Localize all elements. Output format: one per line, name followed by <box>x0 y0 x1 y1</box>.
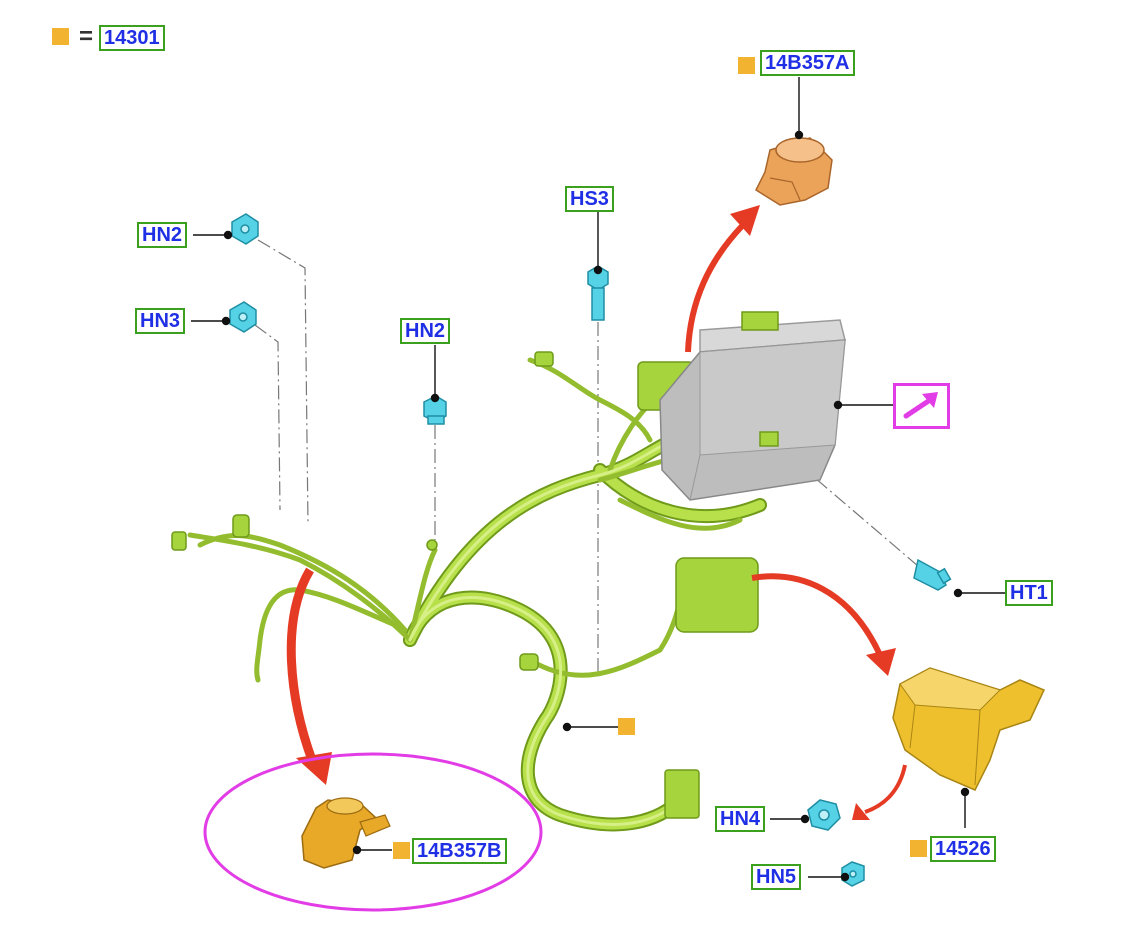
module-14526 <box>892 667 1046 791</box>
hn2-nut-center <box>423 395 447 425</box>
wiring-harness <box>171 351 778 832</box>
fasteners <box>229 213 952 887</box>
hs3-stud <box>587 265 609 321</box>
legend-marker-square <box>52 28 69 45</box>
leader-lines <box>191 77 1007 882</box>
arrow-reference-icon <box>903 392 938 419</box>
hn4-nut <box>807 799 841 831</box>
hn3-nut <box>229 301 257 333</box>
legend-equals: = <box>79 23 94 50</box>
marker-square-14b357a <box>738 57 755 74</box>
battery <box>659 311 846 501</box>
battery-cable-end-a <box>755 137 833 206</box>
callout-hn3[interactable]: HN3 <box>135 308 186 334</box>
callout-hn4[interactable]: HN4 <box>715 806 766 832</box>
callout-hn5[interactable]: HN5 <box>751 864 802 890</box>
callout-14526[interactable]: 14526 <box>930 836 996 862</box>
callout-hs3[interactable]: HS3 <box>565 186 614 212</box>
marker-square-14b357b <box>393 842 410 859</box>
marker-square-14526 <box>910 840 927 857</box>
marker-square-harness <box>618 718 635 735</box>
callout-14b357a[interactable]: 14B357A <box>760 50 855 76</box>
highlight-ellipse <box>203 752 543 912</box>
callout-14b357b[interactable]: 14B357B <box>412 838 507 864</box>
callout-legend-part[interactable]: 14301 <box>99 25 165 51</box>
battery-reference-link[interactable] <box>893 383 950 429</box>
ht1-stud <box>913 558 952 591</box>
direction-arrows <box>286 205 907 820</box>
hn2-nut-left <box>231 213 259 245</box>
battery-cable-end-b <box>301 797 391 869</box>
callout-ht1[interactable]: HT1 <box>1005 580 1053 606</box>
callout-hn2-left[interactable]: HN2 <box>137 222 188 248</box>
callout-hn2-center[interactable]: HN2 <box>400 318 451 344</box>
